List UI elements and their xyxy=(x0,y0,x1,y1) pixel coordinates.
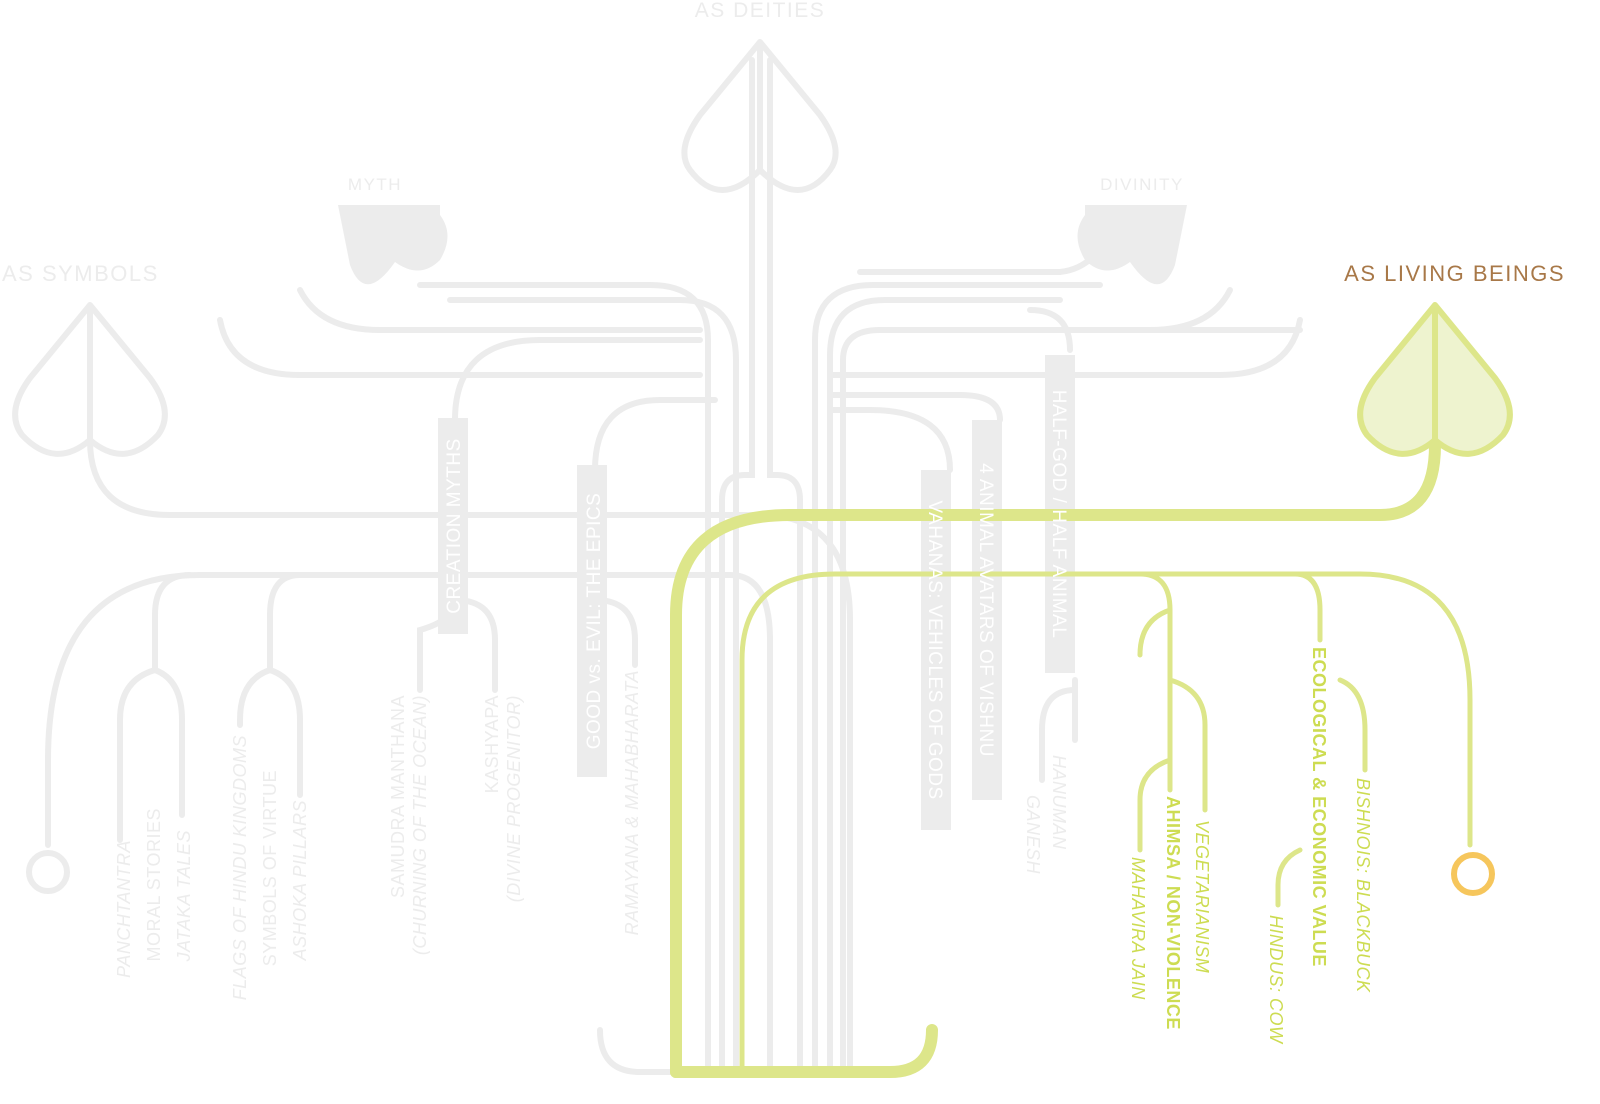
trunk-strand xyxy=(840,327,1303,1075)
hindus-cow-stem xyxy=(1275,847,1303,908)
living-beings-end-circle xyxy=(1451,852,1495,896)
living-base-arm xyxy=(670,1024,938,1078)
epics-box xyxy=(577,465,607,777)
creation-myths-box xyxy=(438,418,468,634)
kashyapa-label: KASHYAPA xyxy=(482,695,502,793)
creation-myths-branch xyxy=(452,337,703,423)
divinity-arc xyxy=(857,252,1098,275)
moral-stories-stem xyxy=(152,572,193,673)
flags-label: FLAGS OF HINDU KINGDOMS xyxy=(230,735,250,1000)
bishnois-stem xyxy=(1337,677,1368,773)
vegetarianism-stem xyxy=(1167,677,1208,813)
living-beings-lines xyxy=(670,439,1473,1078)
hindus-cow-label: HINDUS: COW xyxy=(1266,915,1286,1045)
jataka-tales-label: JATAKA TALES xyxy=(174,830,194,962)
divinity-arc xyxy=(827,317,1303,378)
heading-as-symbols: AS SYMBOLS xyxy=(2,261,159,286)
ahimsa-left-twig xyxy=(1137,607,1173,658)
ecological-label: ECOLOGICAL & ECONOMIC VALUE xyxy=(1309,647,1329,967)
trunk-strand xyxy=(417,282,711,1075)
symbols-virtue-stem xyxy=(267,572,303,673)
mahavira-label: MAHAVIRA JAIN xyxy=(1128,857,1148,1000)
heading-as-living-beings: AS LIVING BEINGS xyxy=(1344,261,1565,286)
avatars-box xyxy=(972,420,1002,800)
vahanas-branch xyxy=(827,407,953,473)
mahavira-stem xyxy=(1137,757,1173,853)
trunk-strand xyxy=(767,57,803,1075)
trunk-strand xyxy=(447,297,739,1075)
heading-as-deities: AS DEITIES xyxy=(695,0,826,22)
ashoka-leaf xyxy=(267,667,303,798)
trunk-strand xyxy=(719,57,755,1075)
samudra-note-label: (CHURNING OF THE OCEAN) xyxy=(410,695,430,955)
myth-arc xyxy=(297,287,703,333)
vahanas-label: VAHANAS: VEHICLES OF GODS xyxy=(924,500,945,799)
creation-myths-label: CREATION MYTHS xyxy=(444,438,465,614)
divinity-leaf-icon xyxy=(1077,205,1187,285)
ahimsa-label: AHIMSA / NON-VIOLENCE xyxy=(1163,796,1183,1030)
epics-branch xyxy=(592,397,718,473)
symbols-of-virtue-label: SYMBOLS OF VIRTUE xyxy=(260,770,280,966)
divinity-arc xyxy=(1147,287,1233,333)
avatars-branch xyxy=(827,392,1003,423)
living-main-arm xyxy=(670,439,1441,1078)
kashyapa-note-label: (DIVINE PROGENITOR) xyxy=(504,695,524,902)
heading-divinity: DIVINITY xyxy=(1100,175,1184,194)
ashoka-pillars-label: ASHOKA PILLARS xyxy=(290,800,310,961)
flags-leaf xyxy=(237,667,273,728)
samudra-manthana-label: SAMUDRA MANTHANA xyxy=(388,695,408,898)
ramayana-label: RAMAYANA & MAHABHARATA xyxy=(622,670,642,935)
panchtantra-leaf xyxy=(117,667,158,843)
myth-leaf-icon xyxy=(338,205,448,285)
ganesh-label: GANESH xyxy=(1023,795,1043,875)
jataka-leaf xyxy=(152,667,185,818)
moral-stories-label: MORAL STORIES xyxy=(144,808,164,962)
bishnois-label: BISHNOIS: BLACKBUCK xyxy=(1353,778,1373,993)
half-god-branch xyxy=(1027,307,1073,353)
living-sub-arm xyxy=(739,571,1473,1075)
trunk-base xyxy=(597,1027,873,1075)
vegetarianism-label: VEGETARIANISM xyxy=(1192,820,1212,973)
myth-arc xyxy=(217,317,703,378)
panchtantra-label: PANCHTANTRA xyxy=(114,840,134,978)
symbols-end-circle xyxy=(26,850,70,894)
symbols-sub-arm xyxy=(197,572,773,1075)
ecological-stem xyxy=(1292,571,1323,643)
ganesh-branch xyxy=(1039,687,1078,783)
avatars-label: 4 ANIMAL AVATARS OF VISHNU xyxy=(975,463,996,757)
good-vs-evil-label: GOOD vs. EVIL: THE EPICS xyxy=(584,493,605,750)
hanuman-label: HANUMAN xyxy=(1049,755,1069,850)
half-god-label: HALF-GOD / HALF ANIMAL xyxy=(1048,390,1069,639)
ahimsa-stem xyxy=(1137,571,1173,793)
trunk-strand xyxy=(812,282,1103,1075)
faded-branch-lines xyxy=(45,57,1303,1075)
heading-myth: MYTH xyxy=(348,175,402,194)
vahanas-box xyxy=(921,470,951,830)
panchtantra-stem xyxy=(45,572,203,848)
trunk-strand xyxy=(827,297,1063,1075)
